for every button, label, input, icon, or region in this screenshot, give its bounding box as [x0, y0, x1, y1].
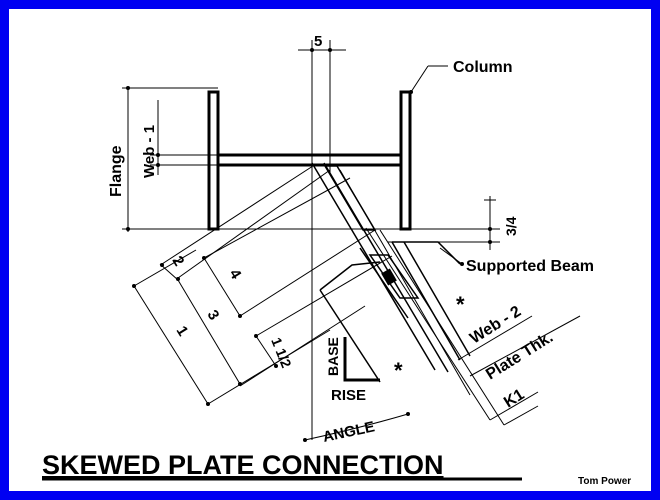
web1-label: Web - 1: [141, 125, 158, 178]
rise-label: RISE: [331, 387, 366, 404]
column-label: Column: [453, 59, 513, 76]
column-leader: [409, 65, 448, 94]
dim-3-4-label: 3/4: [503, 216, 519, 236]
angle-arc: [303, 412, 410, 442]
supported-beam-label: Supported Beam: [466, 258, 594, 275]
dim-flange: [122, 86, 500, 232]
skewed-plate: [311, 162, 505, 426]
dim-5-label: 5: [314, 33, 322, 50]
author-credit: Tom Power: [578, 476, 631, 487]
right-dims: [457, 315, 581, 426]
base-rise-triangle: [343, 337, 380, 382]
star-right: *: [456, 292, 465, 317]
diagram-title: SKEWED PLATE CONNECTION: [42, 450, 444, 480]
star-left: *: [394, 358, 403, 383]
supported-beam-leader: [439, 247, 464, 266]
base-label: BASE: [325, 337, 341, 376]
sloped-dims: [132, 163, 393, 406]
column-web: [216, 153, 403, 167]
flange-label: Flange: [108, 145, 125, 197]
dim-web1: [150, 100, 218, 175]
dim-5: [298, 40, 346, 440]
